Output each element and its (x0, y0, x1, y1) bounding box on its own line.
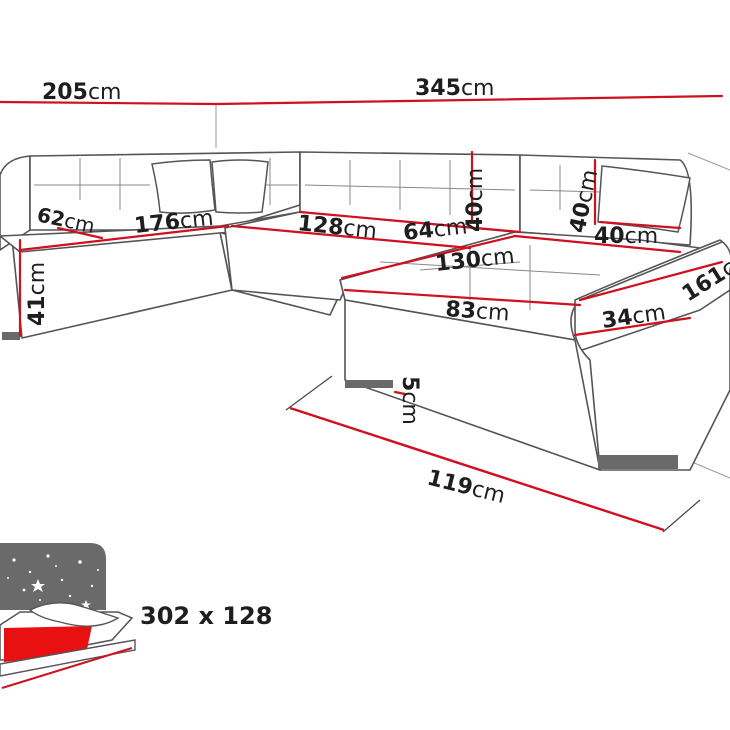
label-345cm: 345cm (415, 76, 494, 101)
label-40cm-cushion-width: 40cm (594, 224, 658, 249)
wall-guides (215, 104, 730, 479)
label-41cm: 41cm (25, 262, 50, 326)
label-5cm: 5cm (397, 376, 422, 425)
stars-icon (7, 554, 99, 609)
label-205cm: 205cm (42, 80, 121, 105)
dimension-lines (0, 94, 724, 396)
label-130cm: 130cm (434, 244, 516, 277)
label-64cm: 64cm (402, 214, 468, 246)
label-176cm: 176cm (133, 206, 215, 239)
label-40cm-cushion-height: 40cm (565, 167, 603, 235)
label-62cm: 62cm (35, 202, 97, 238)
sleeping-function-icon (0, 543, 136, 689)
cushions (151, 159, 691, 233)
label-83cm: 83cm (445, 297, 511, 326)
label-40cm-vertical: 40cm (463, 168, 488, 232)
tufting (34, 158, 601, 310)
sofa-feet (2, 332, 678, 469)
label-119cm: 119cm (425, 466, 508, 509)
bed-size-label: 302 x 128 (140, 602, 272, 630)
label-34cm: 34cm (600, 300, 667, 334)
label-128cm: 128cm (296, 211, 378, 244)
floor-guides (285, 375, 701, 533)
dim-119-line (289, 406, 665, 532)
